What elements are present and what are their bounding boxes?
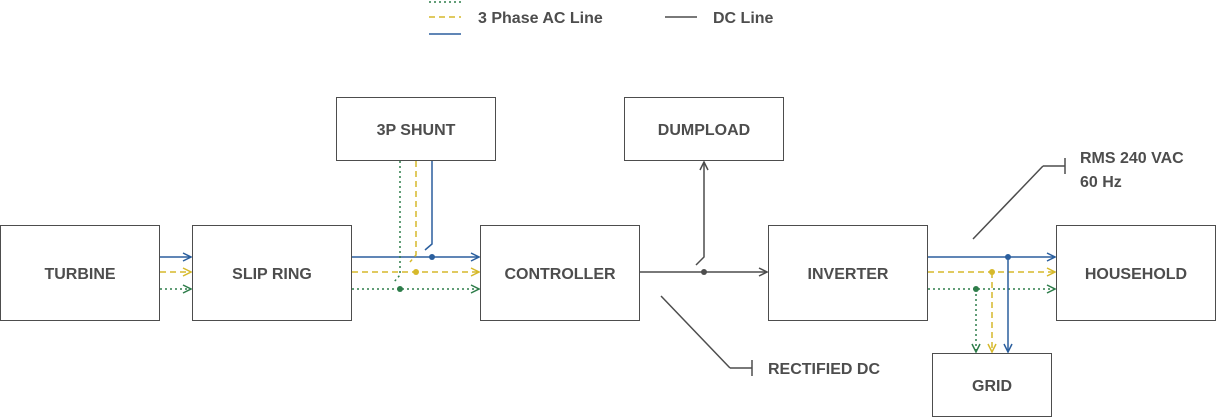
legend-dc-label: DC Line bbox=[713, 10, 774, 27]
rms-voltage-label: RMS 240 VAC bbox=[1080, 150, 1184, 167]
inverter-node[interactable]: INVERTER bbox=[768, 225, 928, 321]
household-label: HOUSEHOLD bbox=[1085, 266, 1187, 283]
household-node[interactable]: HOUSEHOLD bbox=[1056, 225, 1216, 321]
rectified-dc-label: RECTIFIED DC bbox=[768, 361, 880, 378]
dumpload-node[interactable]: DUMPLOAD bbox=[624, 97, 784, 161]
dumpload-label: DUMPLOAD bbox=[658, 122, 750, 139]
shunt-node[interactable]: 3P SHUNT bbox=[336, 97, 496, 161]
shunt-label: 3P SHUNT bbox=[377, 122, 456, 139]
turbine-to-slipring-lines bbox=[160, 257, 191, 289]
frequency-label: 60 Hz bbox=[1080, 174, 1122, 191]
slip-ring-label: SLIP RING bbox=[232, 266, 312, 283]
grid-label: GRID bbox=[972, 378, 1012, 395]
rectified-callout: RECTIFIED DC bbox=[660, 295, 880, 378]
legend: 3 Phase AC Line DC Line bbox=[429, 1, 774, 35]
inverter-label: INVERTER bbox=[808, 266, 889, 283]
turbine-node[interactable]: TURBINE bbox=[0, 225, 160, 321]
slipring-to-controller-lines bbox=[352, 161, 479, 292]
inverter-output-lines bbox=[928, 254, 1055, 352]
slip-ring-node[interactable]: SLIP RING bbox=[192, 225, 352, 321]
controller-node[interactable]: CONTROLLER bbox=[480, 225, 640, 321]
dc-lines bbox=[640, 162, 767, 275]
controller-label: CONTROLLER bbox=[504, 266, 616, 283]
rms-callout: RMS 240 VAC 60 Hz bbox=[972, 150, 1184, 240]
turbine-label: TURBINE bbox=[44, 266, 115, 283]
grid-node[interactable]: GRID bbox=[932, 353, 1052, 417]
legend-ac-label: 3 Phase AC Line bbox=[478, 10, 603, 27]
